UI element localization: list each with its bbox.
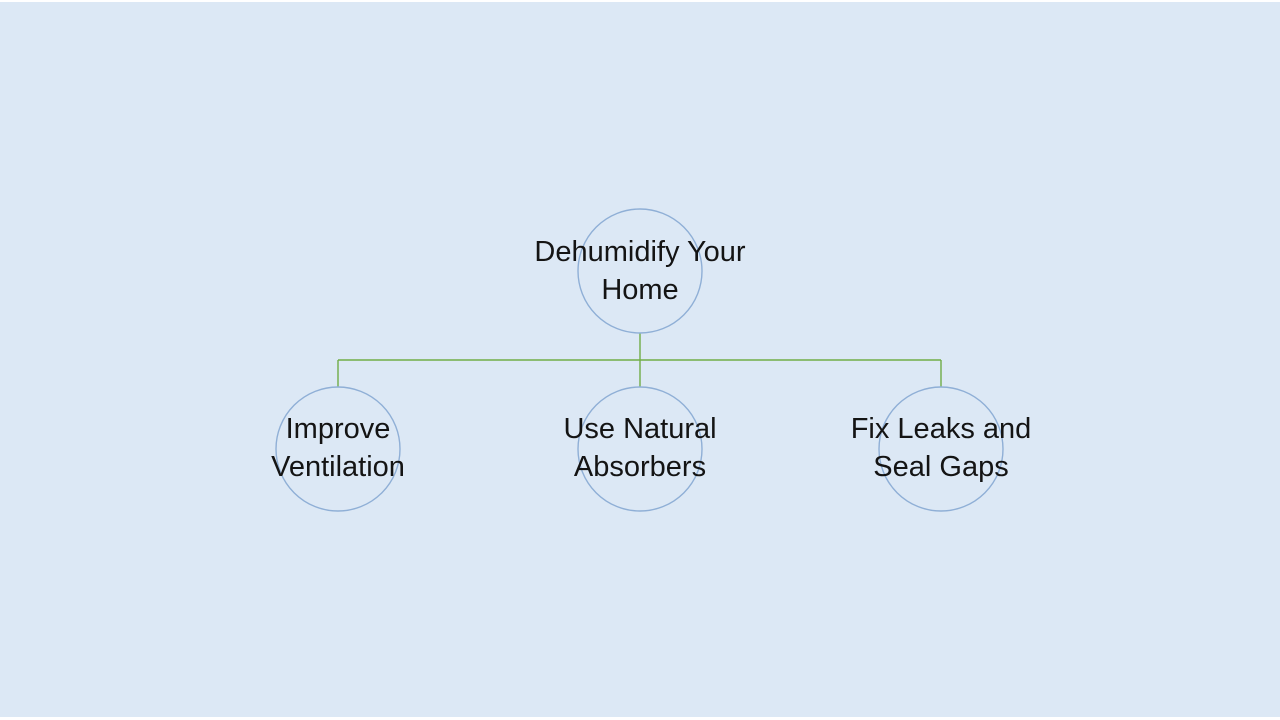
slide-edge-top bbox=[0, 0, 1280, 2]
node-circle-root bbox=[577, 208, 703, 334]
connector-lines bbox=[337, 333, 942, 387]
node-circle-improve-ventilation bbox=[275, 386, 401, 512]
node-use-natural-absorbers-label: Use Natural Absorbers bbox=[490, 410, 790, 486]
node-text-line: Home bbox=[601, 274, 679, 306]
node-text-line: Ventilation bbox=[271, 451, 405, 483]
node-root-label: Dehumidify Your Home bbox=[490, 233, 790, 309]
node-text-line: Dehumidify Your bbox=[534, 236, 746, 268]
node-circle-fix-leaks-seal-gaps bbox=[878, 386, 1004, 512]
node-fix-leaks-seal-gaps-label: Fix Leaks and Seal Gaps bbox=[791, 410, 1091, 486]
node-text-line: Use Natural bbox=[563, 413, 717, 445]
node-improve-ventilation-label: Improve Ventilation bbox=[188, 410, 488, 486]
node-text-line: Seal Gaps bbox=[873, 451, 1009, 483]
node-text-line: Improve bbox=[285, 413, 391, 445]
node-text-line: Absorbers bbox=[573, 451, 707, 483]
node-circle-use-natural-absorbers bbox=[577, 386, 703, 512]
node-text-line: Fix Leaks and bbox=[850, 413, 1032, 445]
slide-edge-bottom bbox=[0, 717, 1280, 720]
